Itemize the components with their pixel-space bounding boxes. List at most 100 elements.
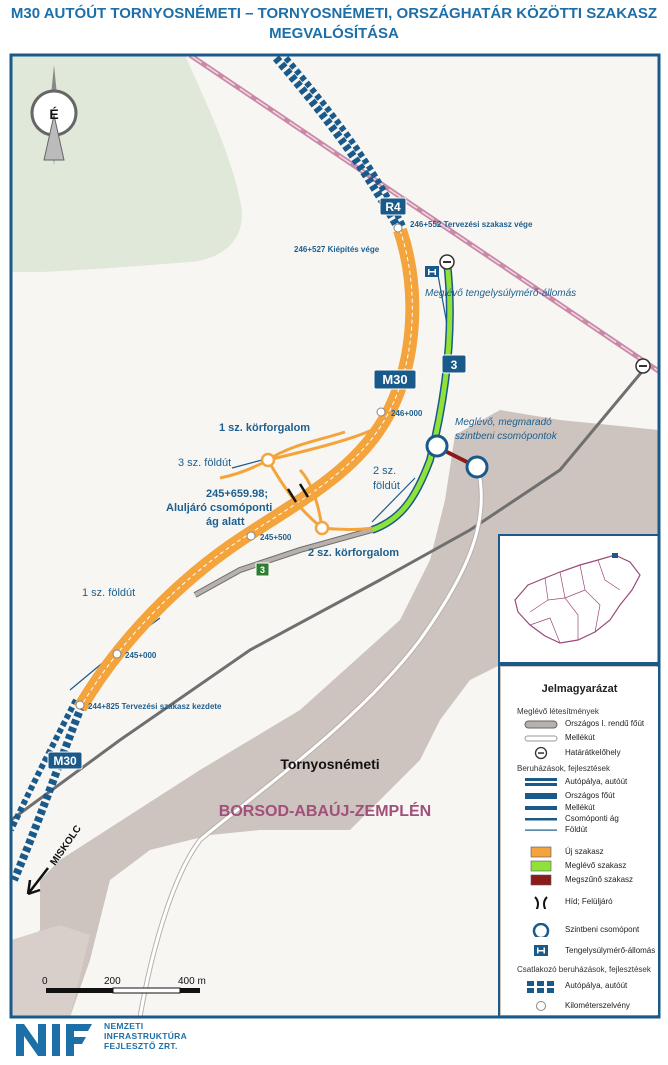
legend-title: Jelmagyarázat: [541, 683, 618, 695]
r4-connecting-motorway: [272, 55, 402, 230]
existing-junction-1: [425, 434, 449, 458]
label-existing-junctions-1: Meglévő, megmaradó: [455, 417, 552, 428]
scale-label-200: 200: [104, 976, 121, 987]
legend-label-weigh-station: Tengelysúlymérő-állomás: [565, 946, 656, 955]
m30-shield-sw-label: M30: [53, 754, 77, 768]
connecting-motorway-symbol: [527, 981, 554, 993]
legend-row-motorway: Autópálya, autóút: [501, 775, 658, 789]
border-crossing-2-minus: [639, 365, 647, 367]
legend-label-existing-section: Meglévő szakasz: [565, 861, 627, 870]
north-arrow-icon: [30, 65, 78, 165]
border-crossing-symbol: [534, 746, 548, 760]
nif-logo-text: NEMZETI INFRASTRUKTÚRA FEJLESZTŐ ZRT.: [104, 1021, 187, 1051]
junction-branch-symbol: [525, 818, 557, 821]
legend-row-junction: Szintbeni csomópont: [501, 923, 658, 937]
weigh-station-icon: [425, 266, 439, 277]
state-border-dash: [189, 55, 659, 373]
main-road-3: [11, 367, 647, 822]
roundabout-1: [260, 452, 276, 468]
km-marker-245-000: [112, 649, 122, 659]
legend-row-weigh-station: Tengelysúlymérő-állomás: [501, 944, 658, 958]
r4-shield-label: R4: [385, 200, 401, 214]
direction-arrow-icon: [26, 867, 49, 896]
removed-section-symbol: [530, 874, 552, 886]
legend-label-removed-section: Megszűnő szakasz: [565, 875, 634, 884]
existing-section-symbol: [530, 860, 552, 872]
label-dirt-road-3: 3 sz. földút: [178, 457, 231, 469]
map-title: M30 AUTÓÚT TORNYOSNÉMETI – TORNYOSNÉMETI…: [0, 4, 668, 44]
legend-label-secondary-road: Mellékút: [565, 733, 595, 742]
legend-label-new-section: Új szakasz: [565, 847, 604, 856]
label-existing-junctions-2: szintbeni csomópontok: [455, 431, 558, 442]
chainage-symbol: [536, 1001, 546, 1011]
nif-logo: [16, 1024, 92, 1056]
junction-icon: [532, 923, 550, 937]
legend-row-main-road: Országos I. rendű főút: [501, 717, 658, 731]
legend-label-motorway: Autópálya, autóút: [565, 777, 628, 786]
logo-line-1: NEMZETI: [104, 1021, 144, 1031]
label-245-500: 245+500: [260, 533, 292, 542]
logo-line-3: FEJLESZTŐ ZRT.: [104, 1041, 178, 1051]
label-underpass-1: 245+659.98;: [206, 488, 268, 500]
legend-row-existing-section: Meglévő szakasz: [501, 859, 658, 873]
legend-row-removed-section: Megszűnő szakasz: [501, 873, 658, 887]
km-marker-246-000: [376, 407, 386, 417]
map-frame: [9, 53, 661, 1019]
new-section-symbol: [530, 846, 552, 858]
label-246-552: 246+552 Tervezési szakasz vége: [410, 220, 533, 229]
label-weigh-station: Meglévő tengelysúlymérő-állomás: [425, 288, 576, 299]
legend-row-dirt-road: Földút: [501, 823, 658, 837]
r4-shield: R4: [379, 197, 407, 216]
legend-label-border-crossing: Határátkelőhely: [565, 748, 621, 757]
label-246-000: 246+000: [391, 409, 423, 418]
main-road-symbol: [524, 720, 558, 729]
legend-existing-header: Meglévő létesítmények: [517, 707, 599, 716]
label-underpass-2: Aluljáró csomóponti: [166, 502, 272, 514]
m30-new-section-line: [79, 229, 413, 709]
label-246-527: 246+527 Kiépítés vége: [294, 245, 380, 254]
north-label: É: [49, 106, 58, 122]
legend-row-border-crossing: Határátkelőhely: [501, 746, 658, 760]
label-roundabout-1: 1 sz. körforgalom: [219, 422, 310, 434]
road-3-shield-small: 3: [255, 562, 270, 577]
underpass-bridge-icon: [286, 483, 310, 503]
km-marker-244-825: [75, 700, 85, 710]
m30-shield-sw: M30: [47, 751, 83, 770]
label-dirt-road-2-b: földút: [373, 480, 400, 492]
settlement-area-east: [11, 410, 659, 1017]
legend-frame: [498, 664, 660, 1018]
bridge-icon: [534, 896, 548, 909]
label-county: BORSOD-ABAÚJ-ZEMPLÉN: [219, 801, 431, 820]
legend-row-junction-branch: Csomóponti ág: [501, 812, 658, 826]
scale-bar: [46, 987, 200, 994]
legend-row-connecting-motorway: Autópálya, autóút: [501, 979, 658, 993]
m30-shield-label: M30: [382, 372, 407, 387]
secondary-road-fill: [138, 467, 483, 1017]
national-road-symbol: [525, 793, 557, 799]
minor-road-symbol: [525, 806, 557, 810]
km-marker-245-500: [246, 531, 256, 541]
label-roundabout-2: 2 sz. körforgalom: [308, 547, 399, 559]
legend-row-bridge: Híd; Felüljáró: [501, 895, 658, 909]
road-3-shield: 3: [441, 354, 467, 374]
label-245-000: 245+000: [125, 651, 157, 660]
legend: Jelmagyarázat Meglévő létesítmények Orsz…: [501, 667, 658, 1015]
label-dirt-road-1: 1 sz. földút: [82, 587, 135, 599]
km-marker-246-552: [393, 223, 403, 233]
title-line-1: M30 AUTÓÚT TORNYOSNÉMETI – TORNYOSNÉMETI…: [10, 5, 658, 22]
settlement-area-west: [11, 925, 90, 1017]
legend-label-chainage: Kilométerszelvény: [565, 1001, 630, 1010]
scale-label-0: 0: [42, 976, 48, 987]
legend-label-connecting-motorway: Autópálya, autóút: [565, 981, 628, 990]
weigh-station-legend-icon: [534, 945, 548, 956]
border-crossing-1-minus: [443, 261, 451, 263]
legend-row-new-section: Új szakasz: [501, 845, 658, 859]
existing-junction-2: [465, 455, 489, 479]
county-borders: [529, 559, 621, 644]
scale-label-400: 400 m: [178, 976, 206, 987]
legend-connecting-header: Csatlakozó beruházások, fejlesztések: [517, 965, 651, 974]
m30-shield: M30: [373, 369, 417, 390]
label-dirt-road-2-a: 2 sz.: [373, 465, 396, 477]
legend-label-junction: Szintbeni csomópont: [565, 925, 640, 934]
inset-location-marker: [612, 553, 618, 558]
